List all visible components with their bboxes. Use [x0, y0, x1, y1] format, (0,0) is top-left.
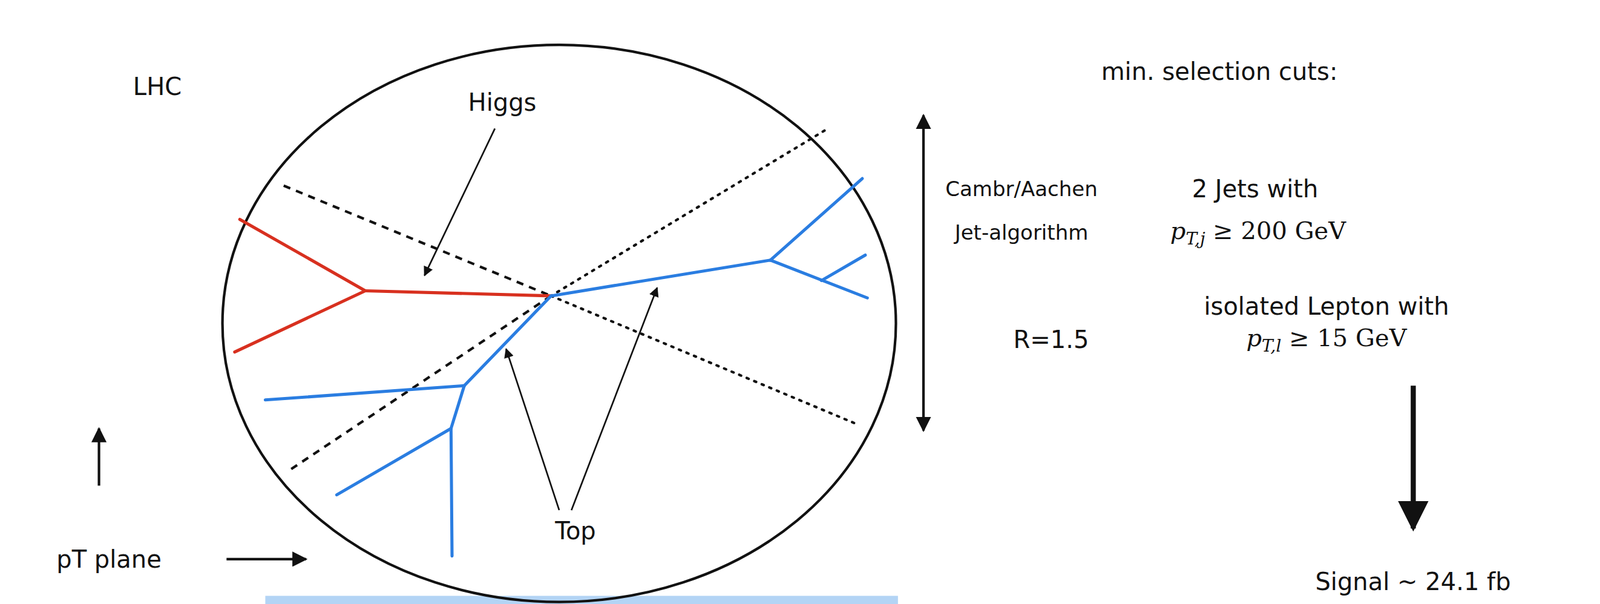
- top-decays: [265, 178, 868, 557]
- higgs-decay: [234, 219, 552, 352]
- parameter-label: R=1.5: [1013, 324, 1090, 355]
- particle-label: Higgs: [468, 87, 537, 117]
- axis-label: pT plane: [56, 544, 162, 574]
- cut-value: pT,l ≥ 15 GeV: [1245, 323, 1407, 357]
- region-label: LHC: [133, 72, 182, 102]
- leader-arrows: [424, 128, 657, 510]
- axis-arrows: [99, 114, 1414, 559]
- dashed-cone: [283, 185, 552, 470]
- heading-note: min. selection cuts:: [1101, 56, 1338, 86]
- cut-label: isolated Lepton with: [1203, 291, 1449, 321]
- result-label: Signal ~ 24.1 fb: [1314, 567, 1511, 597]
- cut-value: pT,j ≥ 200 GeV: [1170, 216, 1346, 250]
- blue-bar: [265, 596, 898, 604]
- detector-ellipse: [222, 44, 897, 602]
- algorithm-label: Cambr/Aachen Jet-algorithm: [933, 167, 1110, 255]
- particle-label: Top: [554, 516, 597, 546]
- cut-label: 2 Jets with: [1192, 174, 1319, 204]
